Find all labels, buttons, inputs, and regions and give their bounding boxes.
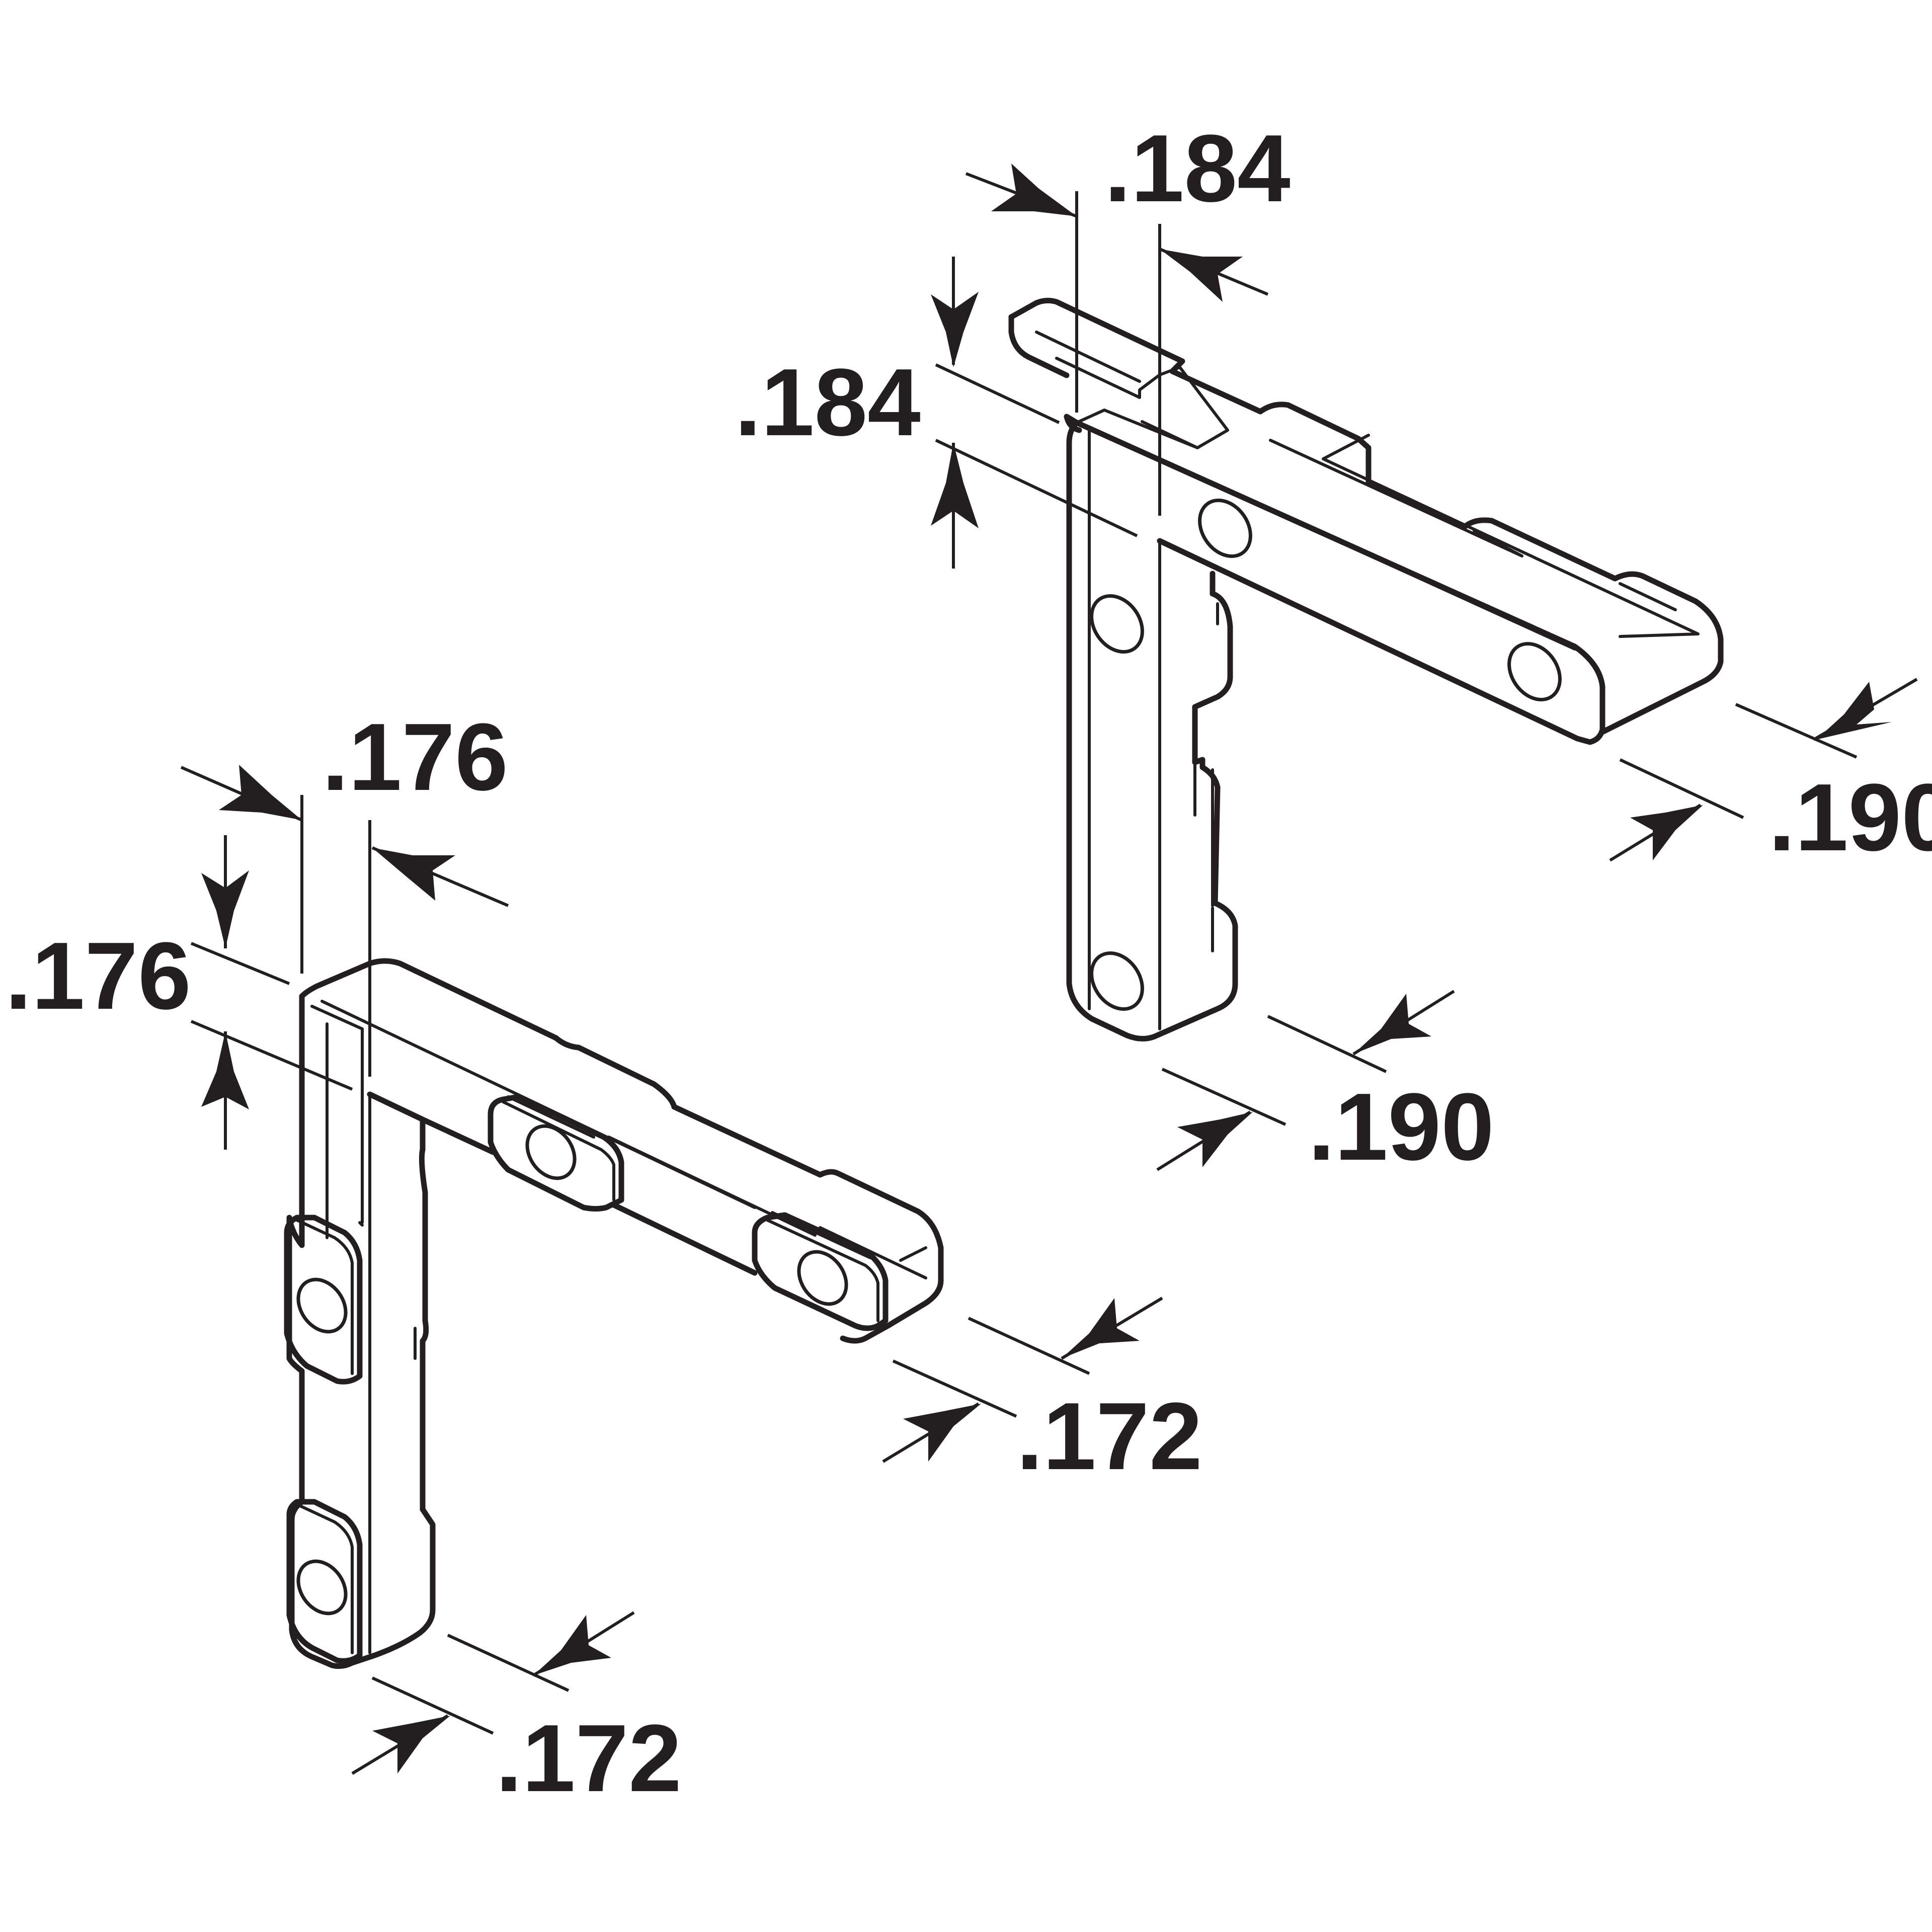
lower-bracket-horizontal-front: [367, 1091, 758, 1512]
lower-dim-right-thickness: [882, 1297, 1163, 1463]
upper-bracket-vertical-inner: [1088, 426, 1219, 1030]
lower-bracket-hole-3: [296, 1277, 348, 1334]
upper-dim-top-width-label: .184: [1104, 115, 1291, 222]
upper-dim-bottom-thickness-label: .190: [1308, 1074, 1494, 1180]
lower-bracket-tab-3: [284, 1215, 363, 1385]
upper-dim-right-thickness-label: .190: [1768, 764, 1932, 871]
lower-bracket-vertical-inner: [358, 1093, 417, 1654]
lower-bracket-horizontal-arm: [286, 958, 944, 1669]
lower-bracket-hole-1: [525, 1124, 577, 1180]
lower-dim-bottom-thickness: [351, 1611, 635, 1775]
lower-bracket-tab-1: [488, 1094, 624, 1212]
upper-bracket-hole-1: [1198, 498, 1252, 558]
lower-dim-top-width: [180, 765, 509, 1077]
upper-bracket-horizontal-arm: [1064, 414, 1605, 745]
lower-bracket-hole-4: [296, 1559, 348, 1616]
upper-bracket-top-ledge: [1008, 297, 1724, 735]
upper-dim-side-height: [931, 257, 1138, 569]
lower-dim-right-thickness-label: .172: [1016, 1383, 1202, 1490]
lower-bracket-tab-2: [752, 1212, 889, 1331]
upper-corner-bracket: [1008, 297, 1724, 1041]
upper-bracket-vertical-arm: [1066, 420, 1238, 1041]
upper-bracket-top-ledge-front: [1008, 314, 1070, 378]
upper-bracket-edge-line: [1035, 331, 1700, 638]
lower-dim-top-width-label: .176: [322, 704, 508, 811]
upper-bracket-hole-3: [1090, 594, 1144, 654]
upper-bracket-hole-2: [1507, 641, 1562, 702]
lower-dim-side-height-label: .176: [5, 923, 191, 1029]
lower-dim-bottom-thickness-label: .172: [496, 1705, 682, 1812]
lower-corner-bracket: [284, 958, 944, 1669]
upper-bracket-inner-edge: [1093, 429, 1576, 651]
upper-dim-right-thickness: [1609, 678, 1918, 862]
upper-bracket-hole-4: [1090, 951, 1144, 1011]
upper-dim-bottom-thickness: [1156, 990, 1455, 1171]
upper-dim-side-height-label: .184: [735, 349, 921, 456]
lower-bracket-tab-4: [286, 1499, 363, 1664]
lower-dim-side-height: [190, 835, 353, 1150]
upper-dim-top-width: [965, 164, 1269, 516]
lower-bracket-hole-2: [797, 1250, 848, 1306]
